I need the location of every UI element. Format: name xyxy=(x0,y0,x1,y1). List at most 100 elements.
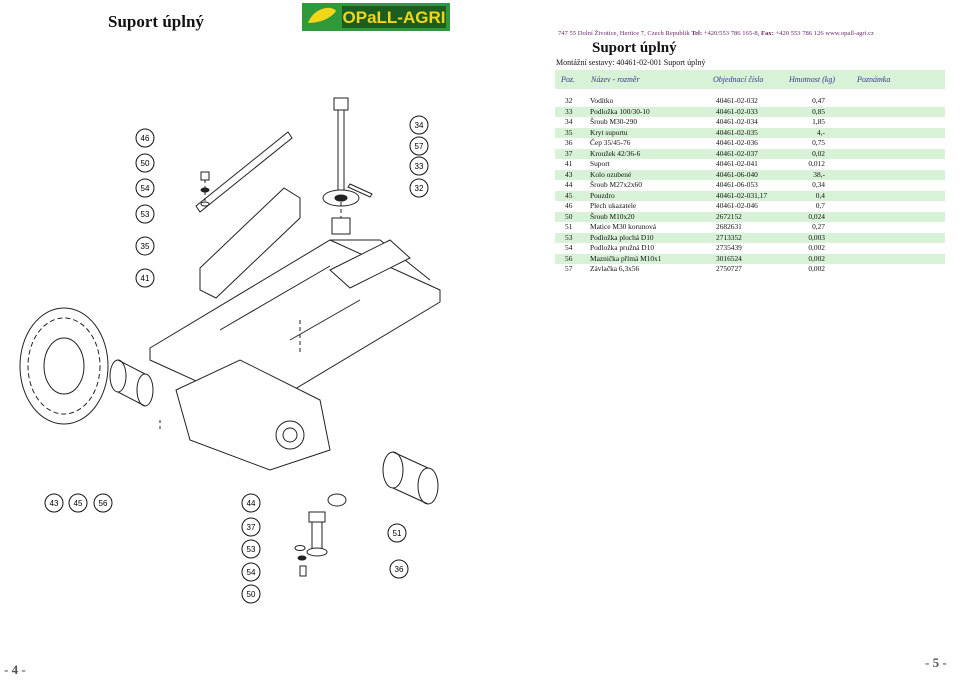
tel-label: Tel: xyxy=(691,30,703,37)
left-page-title: Suport úplný xyxy=(108,12,204,31)
callout-number: 34 xyxy=(415,121,424,130)
callout-bubble: 32 xyxy=(409,178,429,198)
sleeve-45-drawing xyxy=(109,359,154,407)
row-pos: 50 xyxy=(565,211,573,221)
row-name: Podložka pružná D10 xyxy=(590,243,655,252)
row-pos: 54 xyxy=(565,243,573,252)
row-number: 40461-02-033 xyxy=(716,106,758,116)
callout-bubble: 46 xyxy=(135,128,155,148)
row-name: Vodítko xyxy=(590,96,614,105)
row-number: 40461-02-036 xyxy=(716,138,758,147)
row-pos: 45 xyxy=(565,190,573,200)
row-name: Podložka plochá D10 xyxy=(590,232,654,242)
split-pin-57-drawing xyxy=(347,183,373,198)
callout-bubble: 41 xyxy=(135,268,155,288)
row-pos: 41 xyxy=(565,159,573,168)
callout-number: 56 xyxy=(99,499,108,508)
callout-bubble: 34 xyxy=(409,115,429,135)
callout-bubble: 54 xyxy=(135,178,155,198)
logo-leaf-shape xyxy=(308,7,336,23)
bolt-34-drawing xyxy=(333,97,349,194)
row-number: 2750727 xyxy=(716,264,742,273)
callout-bubble: 53 xyxy=(241,539,261,559)
callout-number: 35 xyxy=(141,242,150,251)
right-page-title: Suport úplný xyxy=(592,40,677,56)
callout-number: 53 xyxy=(247,545,256,554)
row-weight: 0,002 xyxy=(808,253,825,263)
row-pos: 37 xyxy=(565,148,573,158)
callout-number: 45 xyxy=(74,499,83,508)
row-name: Šroub M10x20 xyxy=(590,211,635,221)
callout-number: 41 xyxy=(141,274,150,283)
row-pos: 44 xyxy=(565,180,573,189)
sleeve-right-drawing xyxy=(382,451,439,505)
header-number: Objednací číslo xyxy=(713,75,764,84)
row-weight: 0,002 xyxy=(808,264,825,273)
row-weight: 0,024 xyxy=(808,211,825,221)
row-name: Pouzdro xyxy=(590,190,615,200)
row-name: Šroub M30-290 xyxy=(590,117,638,126)
callout-number: 37 xyxy=(247,523,256,532)
row-name: Plech ukazatele xyxy=(590,201,637,210)
row-number: 40461-02-034 xyxy=(716,117,758,126)
callout-bubble: 36 xyxy=(389,559,409,579)
row-number: 40461-02-032 xyxy=(716,96,758,105)
row-name: Matice M30 korunová xyxy=(590,222,657,231)
bolt-50-drawing xyxy=(200,171,210,181)
row-number: 2682631 xyxy=(716,222,742,231)
callout-number: 50 xyxy=(141,159,150,168)
callout-bubble: 54 xyxy=(241,562,261,582)
row-name: Maznička přímá M10x1 xyxy=(590,253,662,263)
nut-51-drawing xyxy=(327,493,347,507)
cover-35-drawing xyxy=(199,187,301,299)
callout-bubble: 50 xyxy=(241,584,261,604)
row-name: Kryt suportu xyxy=(590,127,628,137)
callout-bubble: 33 xyxy=(409,156,429,176)
row-number: 2713352 xyxy=(716,232,742,242)
fax-label: Fax: xyxy=(760,30,774,37)
callout-number: 33 xyxy=(415,162,424,171)
header-pos: Poz. xyxy=(561,75,575,84)
row-weight: 0,47 xyxy=(812,96,825,105)
row-number: 2672152 xyxy=(716,211,742,221)
header-weight: Hmotnost (kg) xyxy=(789,75,835,84)
address-text: 747 55 Dolní Životice, Hertice 7, Czech … xyxy=(558,30,690,37)
tel-value: +420/553 786 165-8, xyxy=(703,30,760,37)
header-note: Poznámka xyxy=(857,75,891,84)
pin-36-drawing xyxy=(306,511,328,557)
row-pos: 36 xyxy=(565,138,573,147)
row-name: Suport xyxy=(590,159,610,168)
opall-agri-logo: OPaLL-AGRI xyxy=(302,3,450,31)
callout-number: 46 xyxy=(141,134,150,143)
callout-bubble: 44 xyxy=(241,493,261,513)
row-number: 40461-02-031,17 xyxy=(716,190,768,200)
row-number: 40461-02-046 xyxy=(716,201,758,210)
callout-number: 50 xyxy=(247,590,256,599)
row-weight: 38,- xyxy=(813,169,825,179)
row-number: 40461-06-040 xyxy=(716,169,758,179)
callout-number: 54 xyxy=(141,184,150,193)
row-pos: 32 xyxy=(565,96,573,105)
row-weight: 0,02 xyxy=(812,148,825,158)
row-name: Podložka 100/30-10 xyxy=(590,106,650,116)
row-name: Kolo ozubené xyxy=(590,169,632,179)
table-row: 50 Šroub M10x20 2672152 0,024 xyxy=(555,211,945,222)
row-pos: 53 xyxy=(565,232,573,242)
callout-number: 44 xyxy=(247,499,256,508)
row-number: 40461-02-037 xyxy=(716,148,758,158)
callout-bubble: 51 xyxy=(387,523,407,543)
callout-bubble: 35 xyxy=(135,236,155,256)
row-weight: 0,002 xyxy=(808,243,825,252)
row-number: 40461-02-035 xyxy=(716,127,758,137)
company-address: 747 55 Dolní Životice, Hertice 7, Czech … xyxy=(558,30,874,37)
